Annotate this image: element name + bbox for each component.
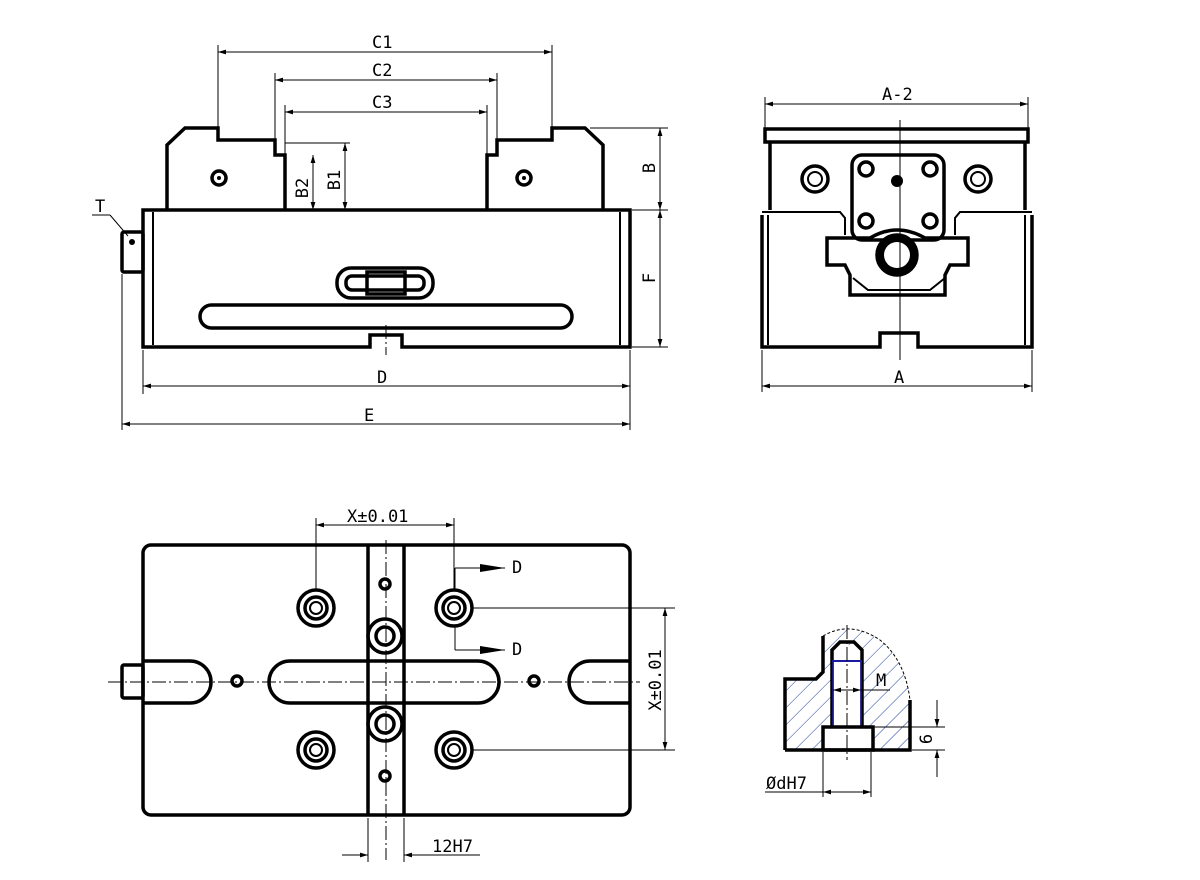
dim-d: D (377, 368, 387, 388)
bolt-head (821, 725, 875, 752)
t-screw (120, 230, 145, 274)
dim-b1: B1 (325, 170, 345, 190)
detail-view: M 6 ØdH7 (765, 625, 945, 797)
dim-f: F (640, 273, 660, 283)
side-view: A-2 A (760, 85, 1034, 392)
section-d-bottom: D (512, 640, 522, 660)
jaw-screw (515, 169, 533, 187)
dim-b2: B2 (293, 178, 313, 198)
section-d-top: D (512, 558, 522, 578)
dim-bore: ØdH7 (766, 774, 807, 794)
top-plate (763, 127, 1030, 144)
bottom-view: X±0.01 X±0.01 D D 12H7 (108, 507, 675, 862)
dim-b: B (640, 163, 660, 173)
dim-x-vertical: X±0.01 (646, 649, 666, 710)
handle (335, 266, 435, 300)
key-channel (366, 545, 406, 815)
dim-m: M (876, 671, 886, 691)
side-body (760, 215, 1034, 349)
dim-e: E (364, 406, 374, 426)
left-jaw (165, 126, 287, 210)
vise-body (141, 208, 632, 349)
dim-a-2: A-2 (882, 85, 913, 105)
dim-6: 6 (917, 734, 937, 744)
dim-x-horizontal: X±0.01 (347, 507, 408, 527)
slot (198, 303, 574, 330)
dim-a: A (894, 368, 904, 388)
dim-c1: C1 (372, 33, 392, 53)
dim-c3: C3 (372, 93, 392, 113)
dim-12h7: 12H7 (432, 837, 473, 857)
label-t: T (95, 197, 105, 217)
dim-c2: C2 (372, 61, 392, 81)
jaw-screw (210, 169, 228, 187)
right-jaw (485, 126, 605, 210)
front-view: C1 C2 C3 B2 B1 B F T D E (92, 33, 668, 430)
